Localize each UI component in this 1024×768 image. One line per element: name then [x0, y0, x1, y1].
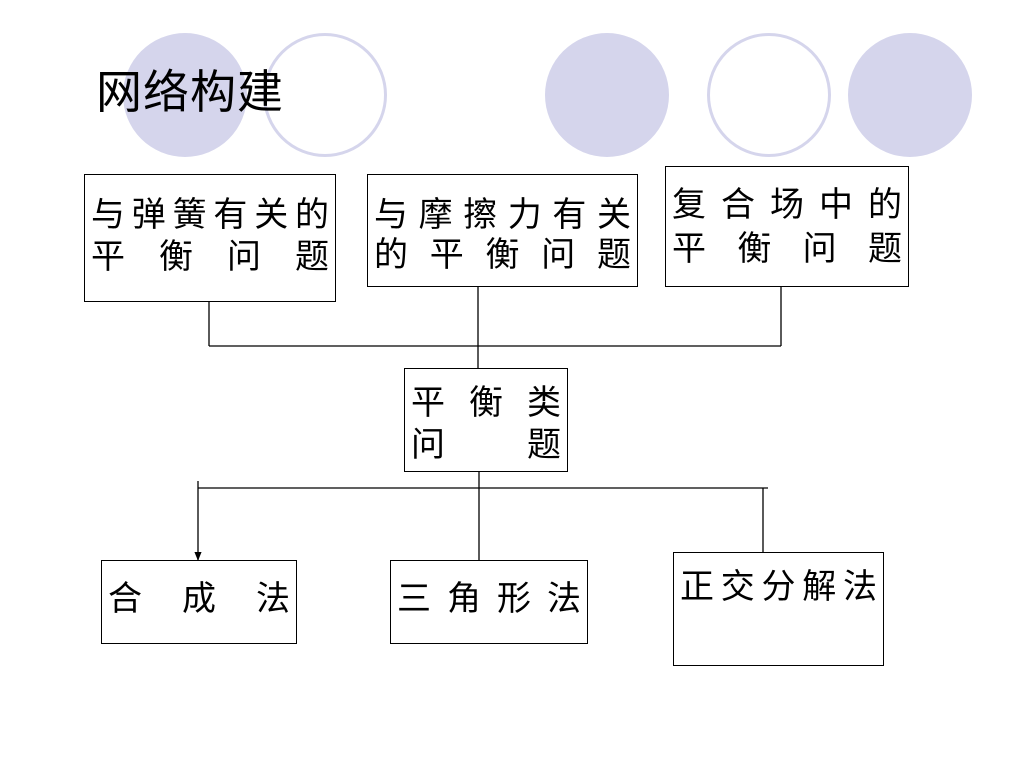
decor-circle-2 [545, 33, 669, 157]
node-orthogonal-decomposition-method: 正交分解法 [673, 552, 884, 666]
decor-circle-3 [848, 33, 972, 157]
node-line: 合成法 [108, 579, 290, 619]
node-line: 复合场中的 [672, 185, 902, 225]
node-spring-equilibrium: 与弹簧有关的 平衡问题 [84, 174, 336, 302]
node-triangle-method: 三角形法 [390, 560, 588, 644]
decor-circle-1 [123, 33, 247, 157]
slide-title: 网络构建 [96, 65, 284, 119]
node-line: 与弹簧有关的 [91, 195, 329, 235]
node-friction-equilibrium: 与摩擦力有关 的平衡问题 [367, 174, 638, 287]
node-line: 平衡问题 [672, 229, 902, 269]
node-line: 平衡问题 [91, 237, 329, 277]
decor-ring-2 [707, 33, 831, 157]
node-line: 三角形法 [397, 579, 581, 619]
decor-ring-1 [263, 33, 387, 157]
node-composition-method: 合成法 [101, 560, 297, 644]
node-line: 平衡类 [411, 383, 561, 423]
node-line: 的平衡问题 [374, 235, 631, 275]
node-line: 问题 [411, 425, 561, 465]
node-line: 与摩擦力有关 [374, 195, 631, 235]
node-equilibrium-problems: 平衡类 问题 [404, 368, 568, 472]
node-line: 正交分解法 [680, 567, 877, 607]
node-compound-field-equilibrium: 复合场中的 平衡问题 [665, 166, 909, 287]
